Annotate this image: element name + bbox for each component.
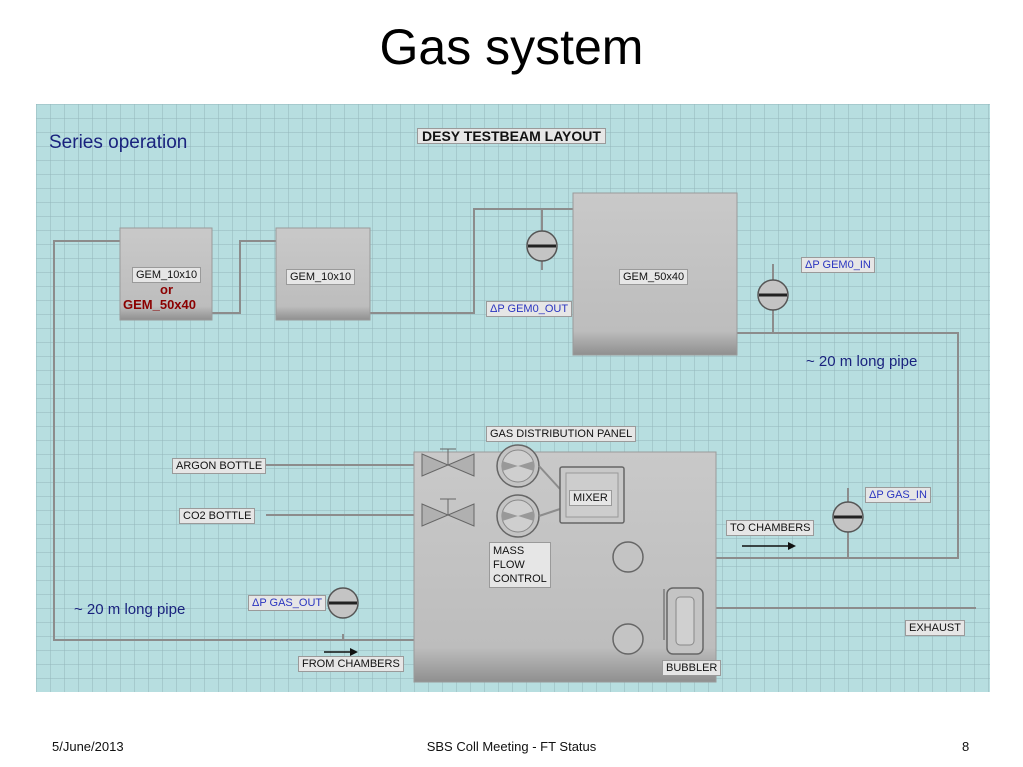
bubbler-label: BUBBLER bbox=[662, 660, 722, 676]
dp-gas-in-label: ΔP GAS_IN bbox=[865, 487, 931, 503]
footer-center: SBS Coll Meeting - FT Status bbox=[426, 739, 597, 754]
dp-gas-out-label: ΔP GAS_OUT bbox=[248, 595, 327, 611]
gem1-or: or bbox=[160, 282, 173, 297]
valve-argon bbox=[421, 448, 475, 477]
mass-flow-line-1: MASS bbox=[493, 545, 525, 557]
pipe-note-left: ~ 20 m long pipe bbox=[74, 601, 186, 618]
exhaust-label: EXHAUST bbox=[905, 620, 965, 636]
bubbler bbox=[663, 587, 704, 655]
mass-flow-line-2: FLOW bbox=[493, 559, 525, 571]
dp-gem0-out-label: ΔP GEM0_OUT bbox=[486, 301, 573, 317]
pump-to-chambers bbox=[612, 541, 644, 573]
slide-title: Gas system bbox=[379, 19, 644, 75]
pipe-left-loop bbox=[53, 240, 614, 641]
footer-date: 5/June/2013 bbox=[52, 739, 124, 754]
arrow-from-chambers bbox=[324, 648, 358, 656]
co2-bottle-label: CO2 BOTTLE bbox=[179, 508, 256, 524]
diagram-header: DESY TESTBEAM LAYOUT bbox=[417, 128, 606, 144]
gauge-dp-gas-in bbox=[832, 501, 864, 533]
pipe-gem3-right bbox=[643, 332, 959, 559]
pipe-gem1-gem2 bbox=[212, 240, 276, 314]
pipe-note-right: ~ 20 m long pipe bbox=[806, 353, 918, 370]
dp-gem0-in-label: ΔP GEM0_IN bbox=[801, 257, 875, 273]
arrow-to-chambers bbox=[742, 542, 796, 550]
gauge-dp-gem0-out bbox=[526, 230, 558, 262]
argon-bottle-label: ARGON BOTTLE bbox=[172, 458, 267, 474]
series-operation-label: Series operation bbox=[49, 132, 188, 153]
mixer-label: MIXER bbox=[569, 490, 612, 506]
gem1-label: GEM_10x10 bbox=[132, 267, 202, 283]
gem3-label: GEM_50x40 bbox=[619, 269, 689, 285]
from-chambers-label: FROM CHAMBERS bbox=[298, 656, 404, 672]
gem1-alt-label: GEM_50x40 bbox=[123, 297, 196, 312]
pump-from-chambers bbox=[612, 623, 644, 655]
mass-flow-line-3: CONTROL bbox=[493, 573, 547, 585]
pipe-gem2-gem3 bbox=[370, 208, 573, 314]
gauge-dp-gem0-in bbox=[757, 279, 789, 311]
page-number: 8 bbox=[962, 739, 970, 754]
gem2-label: GEM_10x10 bbox=[286, 269, 356, 285]
to-chambers-label: TO CHAMBERS bbox=[726, 520, 815, 536]
mass-flow-control-label: MASS FLOW CONTROL bbox=[489, 542, 551, 588]
gas-system-diagram: Series operation DESY TESTBEAM LAYOUT GE… bbox=[36, 104, 990, 692]
mass-flow-controller-co2 bbox=[496, 494, 540, 538]
valve-co2 bbox=[421, 498, 475, 527]
gas-distribution-panel-label: GAS DISTRIBUTION PANEL bbox=[486, 426, 637, 442]
mass-flow-controller-argon bbox=[496, 444, 540, 488]
gauge-dp-gas-out bbox=[327, 587, 359, 619]
